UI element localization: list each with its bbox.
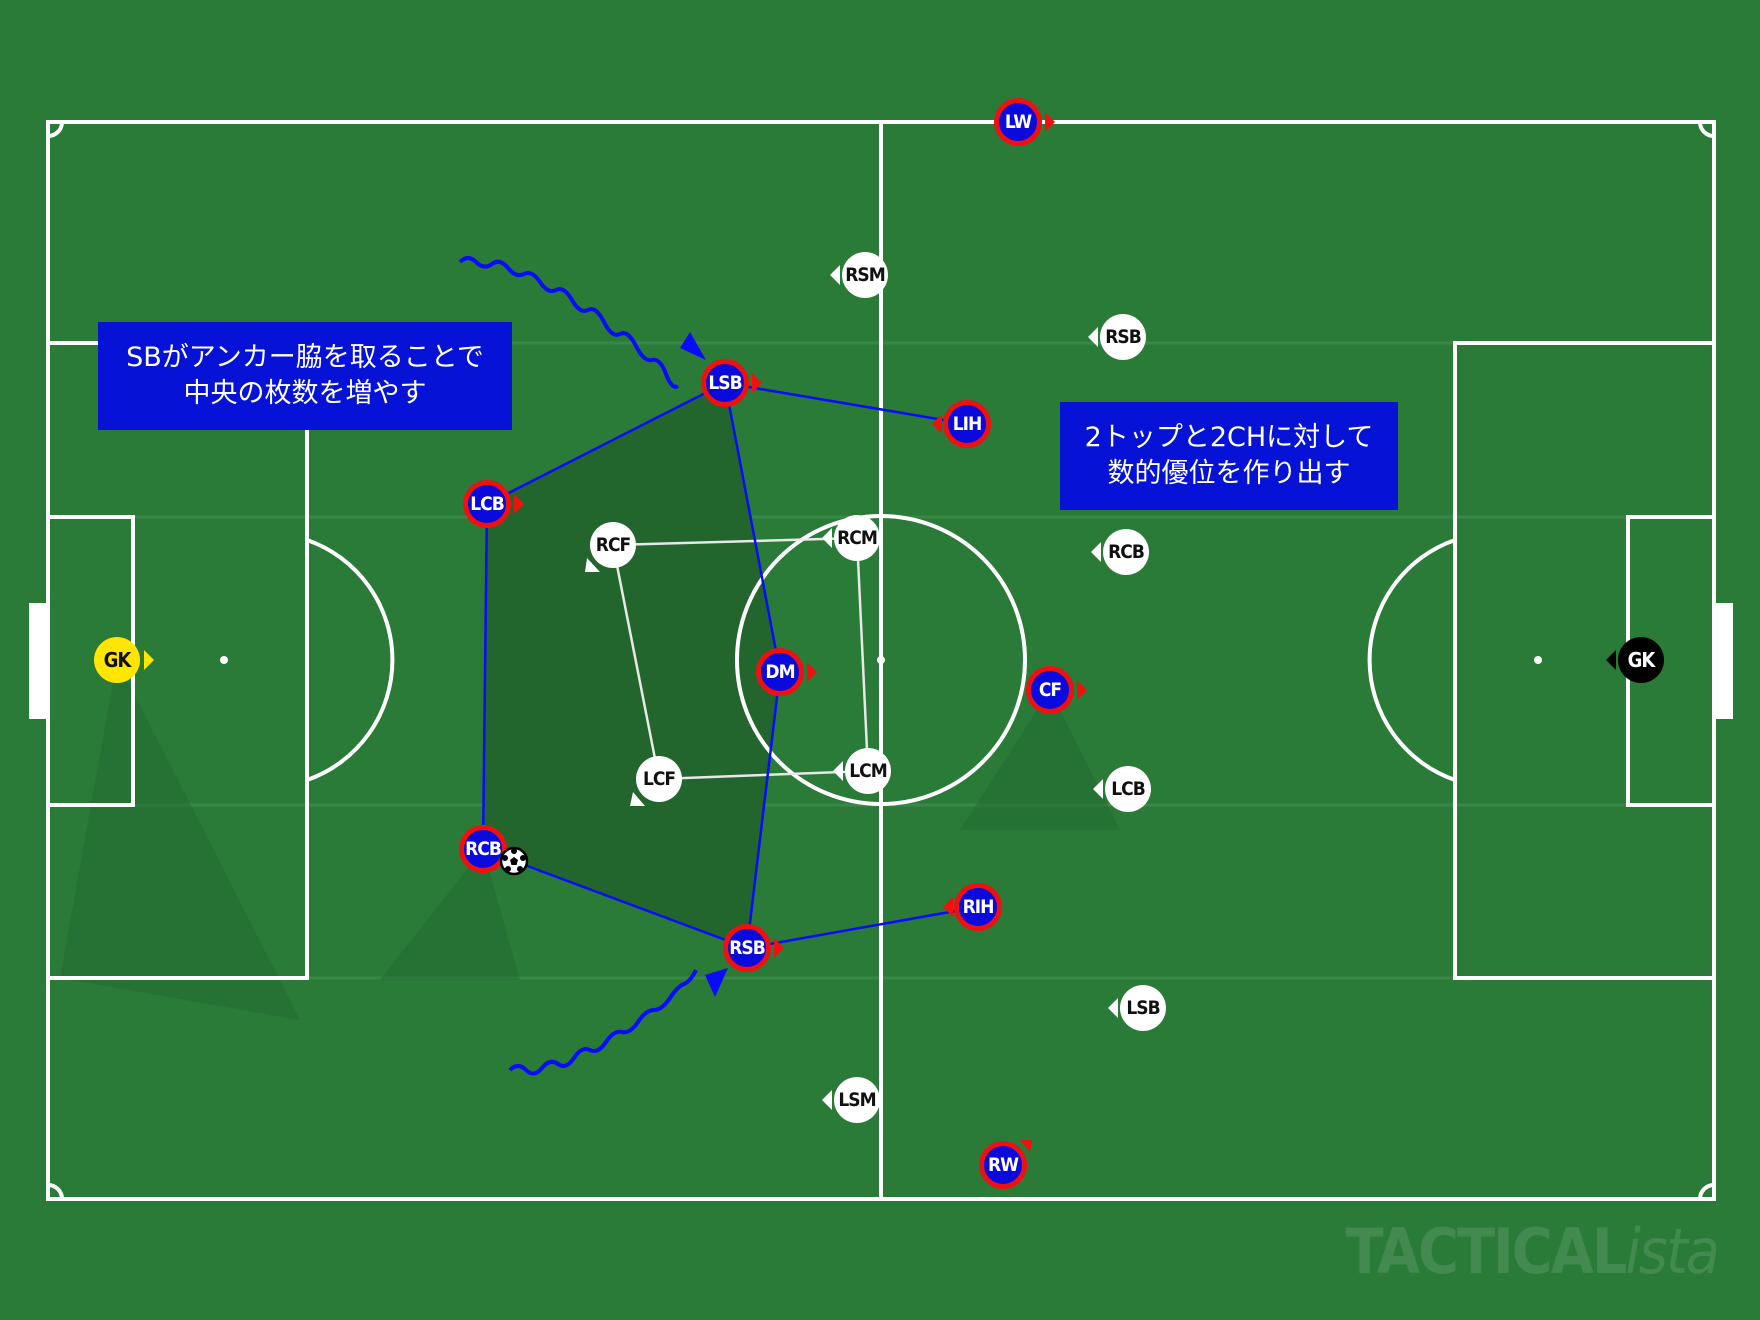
- away-player-lcb[interactable]: LCB: [1105, 766, 1151, 812]
- home-player-lsb[interactable]: LSB: [701, 359, 749, 407]
- right-goal: [1714, 603, 1733, 719]
- home-player-rsb[interactable]: RSB: [723, 924, 771, 972]
- away-player-lcm[interactable]: LCM: [845, 748, 891, 794]
- home-player-rw[interactable]: RW: [979, 1141, 1027, 1189]
- home-player-lw[interactable]: LW: [994, 98, 1042, 146]
- right-callout: 2トップと2CHに対して 数的優位を作り出す: [1060, 402, 1398, 510]
- away-player-rcb[interactable]: RCB: [1103, 529, 1149, 575]
- away-player-lcf[interactable]: LCF: [636, 756, 682, 802]
- overload-zone: [483, 383, 780, 948]
- away-player-rcf[interactable]: RCF: [590, 522, 636, 568]
- run-arrow-bottom: [508, 969, 698, 1076]
- away-player-lsm[interactable]: LSM: [834, 1077, 880, 1123]
- watermark-logo: TACTICALista: [1345, 1215, 1720, 1288]
- away-goalkeeper[interactable]: GK: [1618, 637, 1664, 683]
- away-player-lsb[interactable]: LSB: [1120, 985, 1166, 1031]
- left-callout-line-2: 中央の枚数を増やす: [183, 378, 427, 409]
- right-callout-line-1: 2トップと2CHに対して: [1084, 422, 1374, 453]
- left-goal: [29, 603, 48, 719]
- home-player-cf[interactable]: CF: [1026, 666, 1074, 714]
- run-arrow-top: [458, 256, 680, 389]
- home-player-lih[interactable]: LIH: [943, 400, 991, 448]
- home-player-lcb[interactable]: LCB: [463, 480, 511, 528]
- away-player-rsb[interactable]: RSB: [1100, 314, 1146, 360]
- away-player-rcm[interactable]: RCM: [834, 515, 880, 561]
- home-player-dm[interactable]: DM: [756, 648, 804, 696]
- left-callout-line-1: SBがアンカー脇を取ることで: [126, 342, 484, 373]
- home-goalkeeper[interactable]: GK: [94, 637, 140, 683]
- home-player-rcb[interactable]: RCB: [459, 825, 507, 873]
- left-callout: SBがアンカー脇を取ることで 中央の枚数を増やす: [98, 322, 512, 430]
- away-player-rsm[interactable]: RSM: [842, 252, 888, 298]
- home-player-rih[interactable]: RIH: [954, 883, 1002, 931]
- right-callout-line-2: 数的優位を作り出す: [1107, 458, 1351, 489]
